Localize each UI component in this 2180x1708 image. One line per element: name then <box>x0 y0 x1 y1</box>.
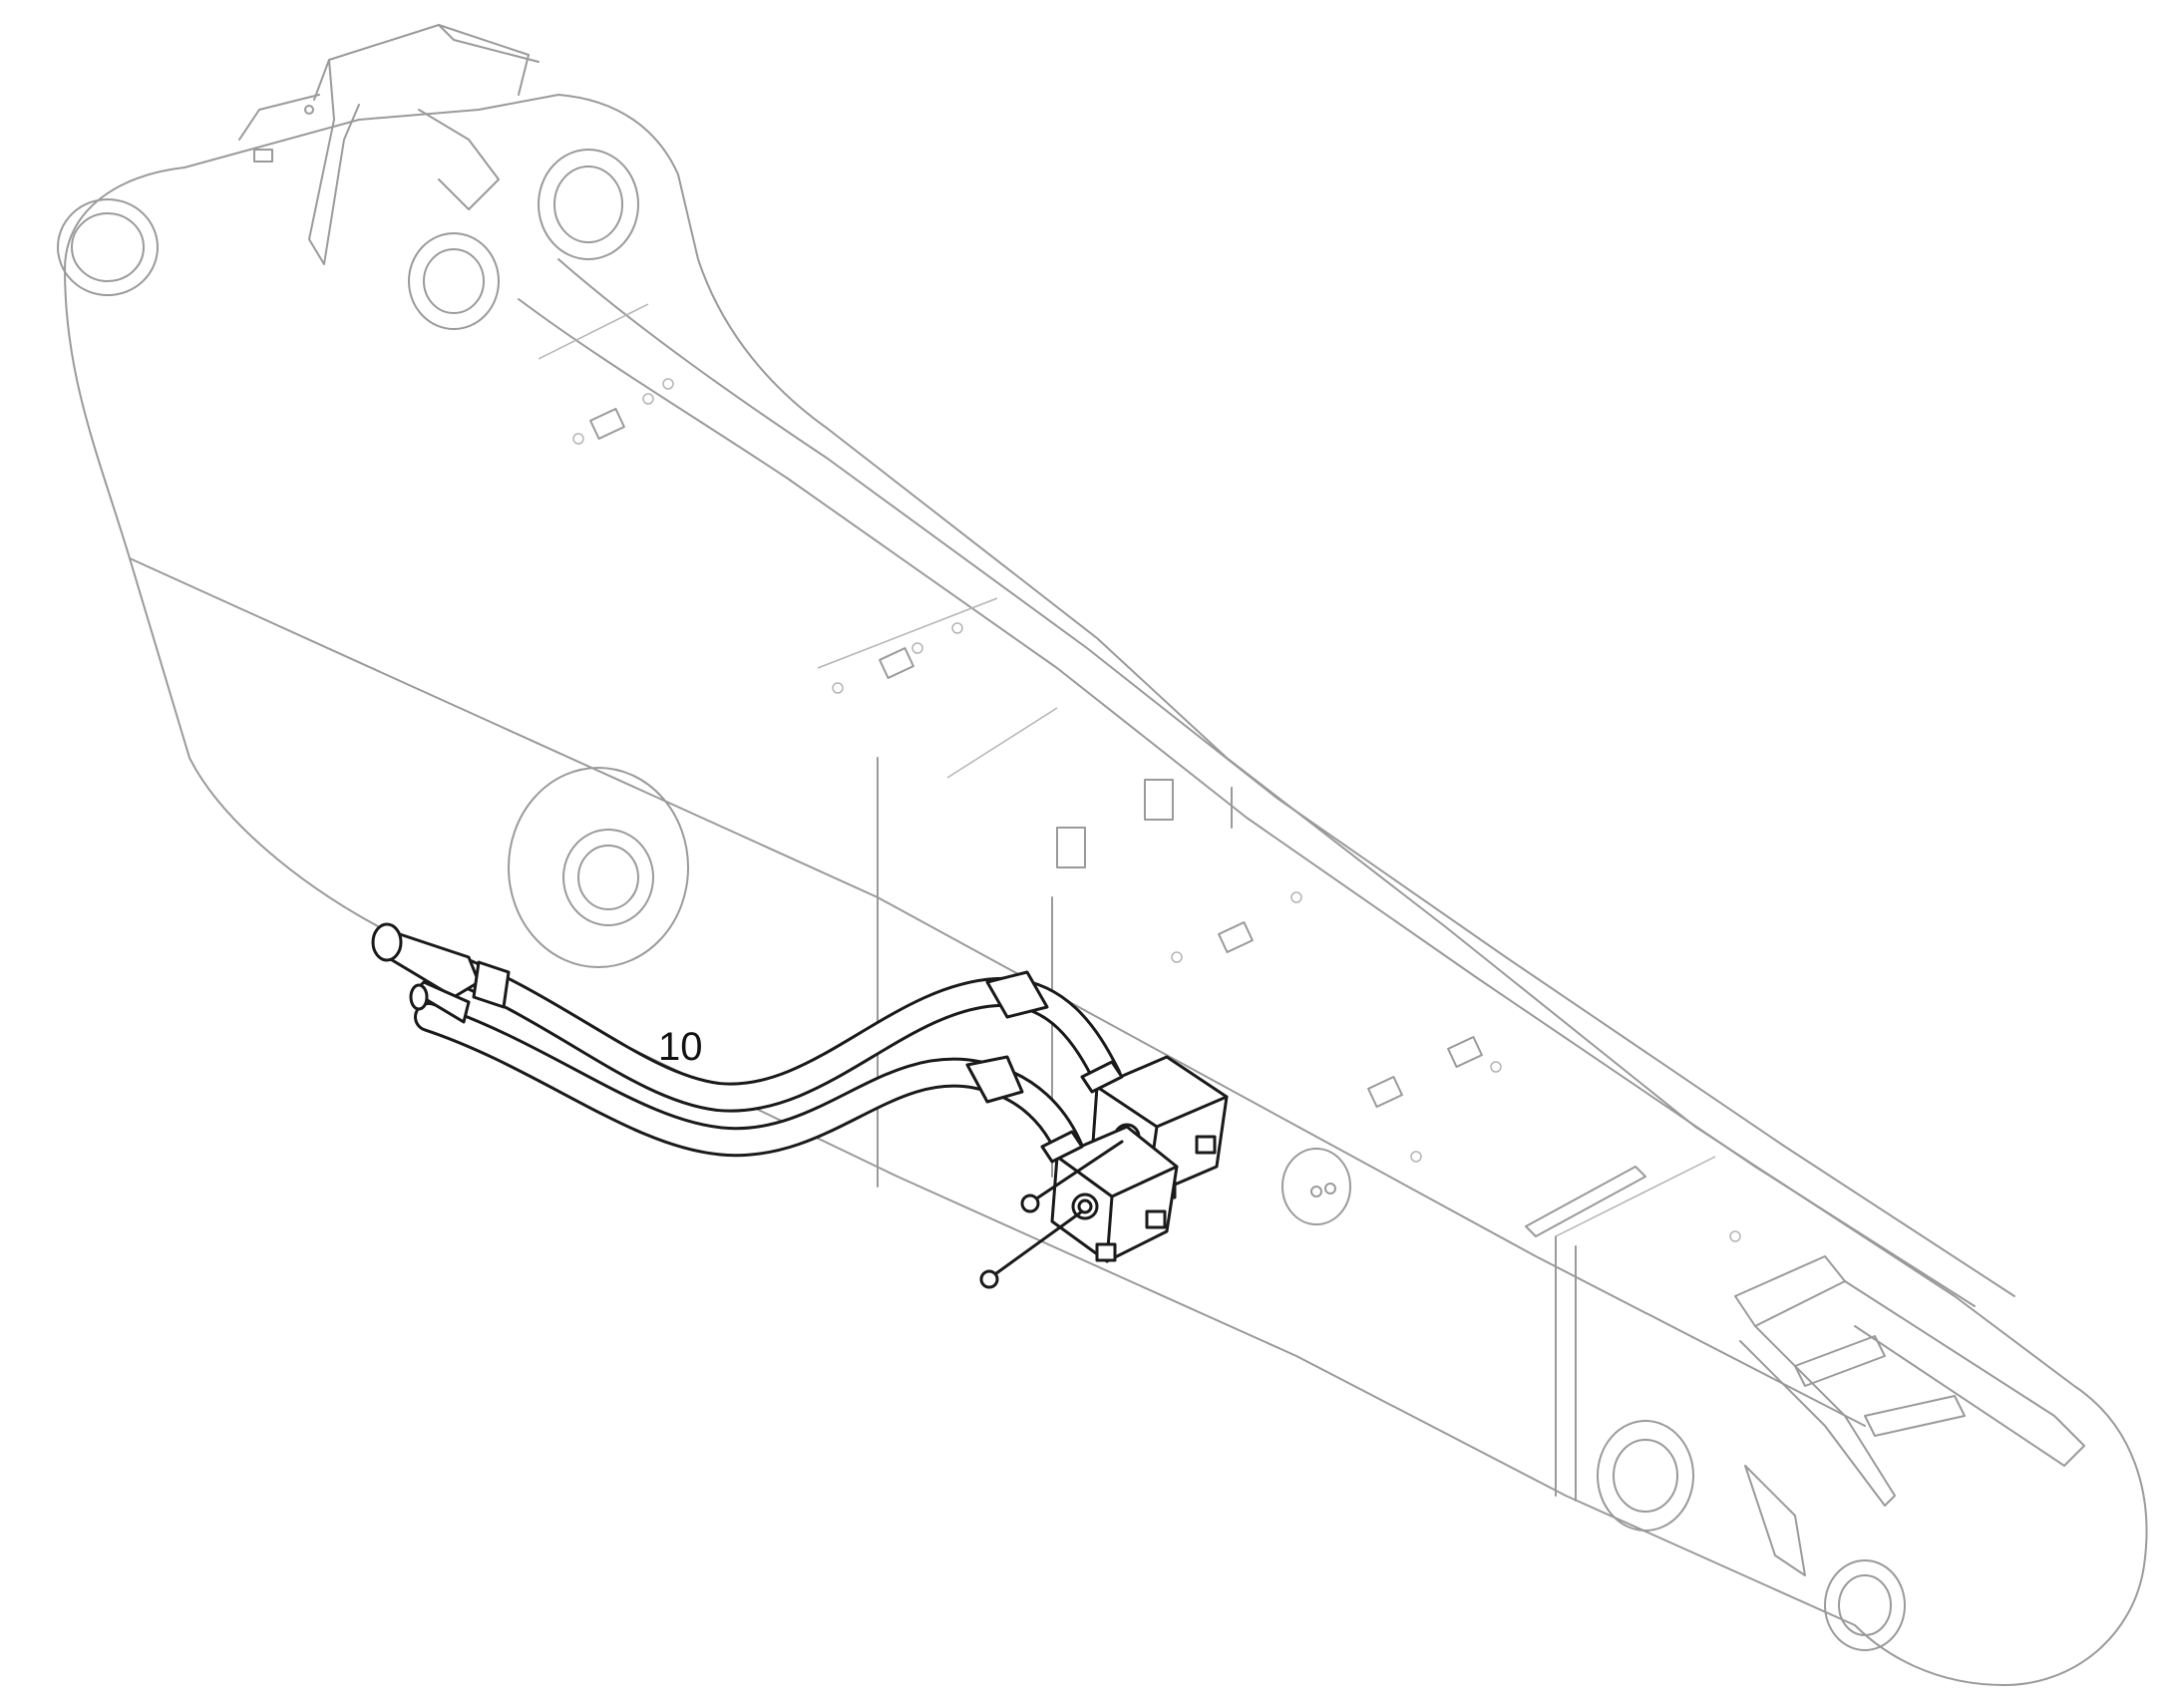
boom-body <box>57 94 2148 1686</box>
valve-block-lower <box>1040 1125 1179 1263</box>
mounting-pads <box>572 378 1741 1242</box>
nose-linkage <box>1734 1255 2085 1576</box>
callout-label-hose: 10 <box>658 1025 703 1069</box>
hose-assembly <box>371 922 1229 1289</box>
upper-bracket <box>238 24 639 330</box>
